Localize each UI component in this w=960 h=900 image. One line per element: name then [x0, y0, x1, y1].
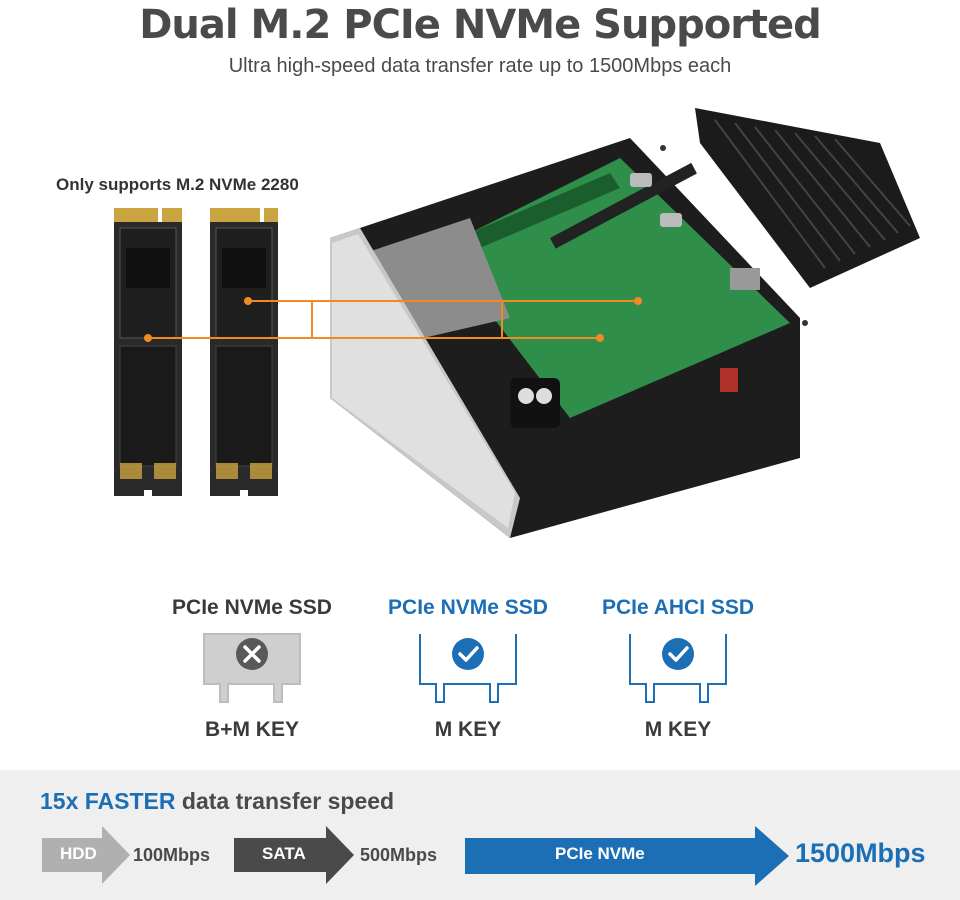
hdd-arrow-icon — [42, 826, 130, 884]
compat-type-label: PCIe NVMe SSD — [388, 596, 548, 619]
hdd-speed: 100Mbps — [133, 845, 211, 865]
pcie-nvme-arrow-icon — [465, 826, 789, 886]
compat-item-m-key-ahci: PCIe AHCI SSD M KEY — [578, 596, 778, 742]
compat-key-label: B+M KEY — [205, 718, 299, 741]
compat-type-label: PCIe AHCI SSD — [601, 596, 755, 619]
ssd-connector-m-key-icon — [418, 632, 518, 704]
nvme-enclosure-image — [320, 98, 920, 543]
speed-headline-rest: data transfer speed — [181, 788, 395, 814]
compat-key-label: M KEY — [434, 718, 502, 741]
check-circle-icon — [662, 638, 694, 670]
compat-item-m-key-nvme: PCIe NVMe SSD M KEY — [368, 596, 568, 742]
sata-label: SATA — [262, 844, 306, 863]
page-title: Dual M.2 PCIe NVMe Supported — [139, 2, 822, 48]
ssd-connector-bm-key-icon — [202, 632, 302, 704]
hdd-label: HDD — [60, 844, 97, 863]
check-circle-icon — [452, 638, 484, 670]
sata-speed: 500Mbps — [360, 845, 438, 865]
compat-item-bm-key: PCIe NVMe SSD B+M KEY — [152, 596, 352, 742]
speed-comparison-band — [0, 770, 960, 900]
m2-ssd-image-2 — [204, 208, 284, 496]
pcie-nvme-speed: 1500Mbps — [795, 838, 926, 868]
speed-headline-accent: 15x FASTER — [40, 788, 176, 814]
compatibility-note: Only supports M.2 NVMe 2280 — [56, 175, 299, 194]
m2-ssd-image-1 — [108, 208, 188, 496]
ssd-connector-m-key-icon — [628, 632, 728, 704]
compat-type-label: PCIe NVMe SSD — [172, 596, 332, 619]
page-subtitle: Ultra high-speed data transfer rate up t… — [228, 55, 732, 77]
pcie-nvme-label: PCIe NVMe — [555, 844, 645, 863]
compat-key-label: M KEY — [644, 718, 712, 741]
speed-headline: 15x FASTER data transfer speed — [40, 788, 394, 815]
sata-arrow-icon — [234, 826, 354, 884]
